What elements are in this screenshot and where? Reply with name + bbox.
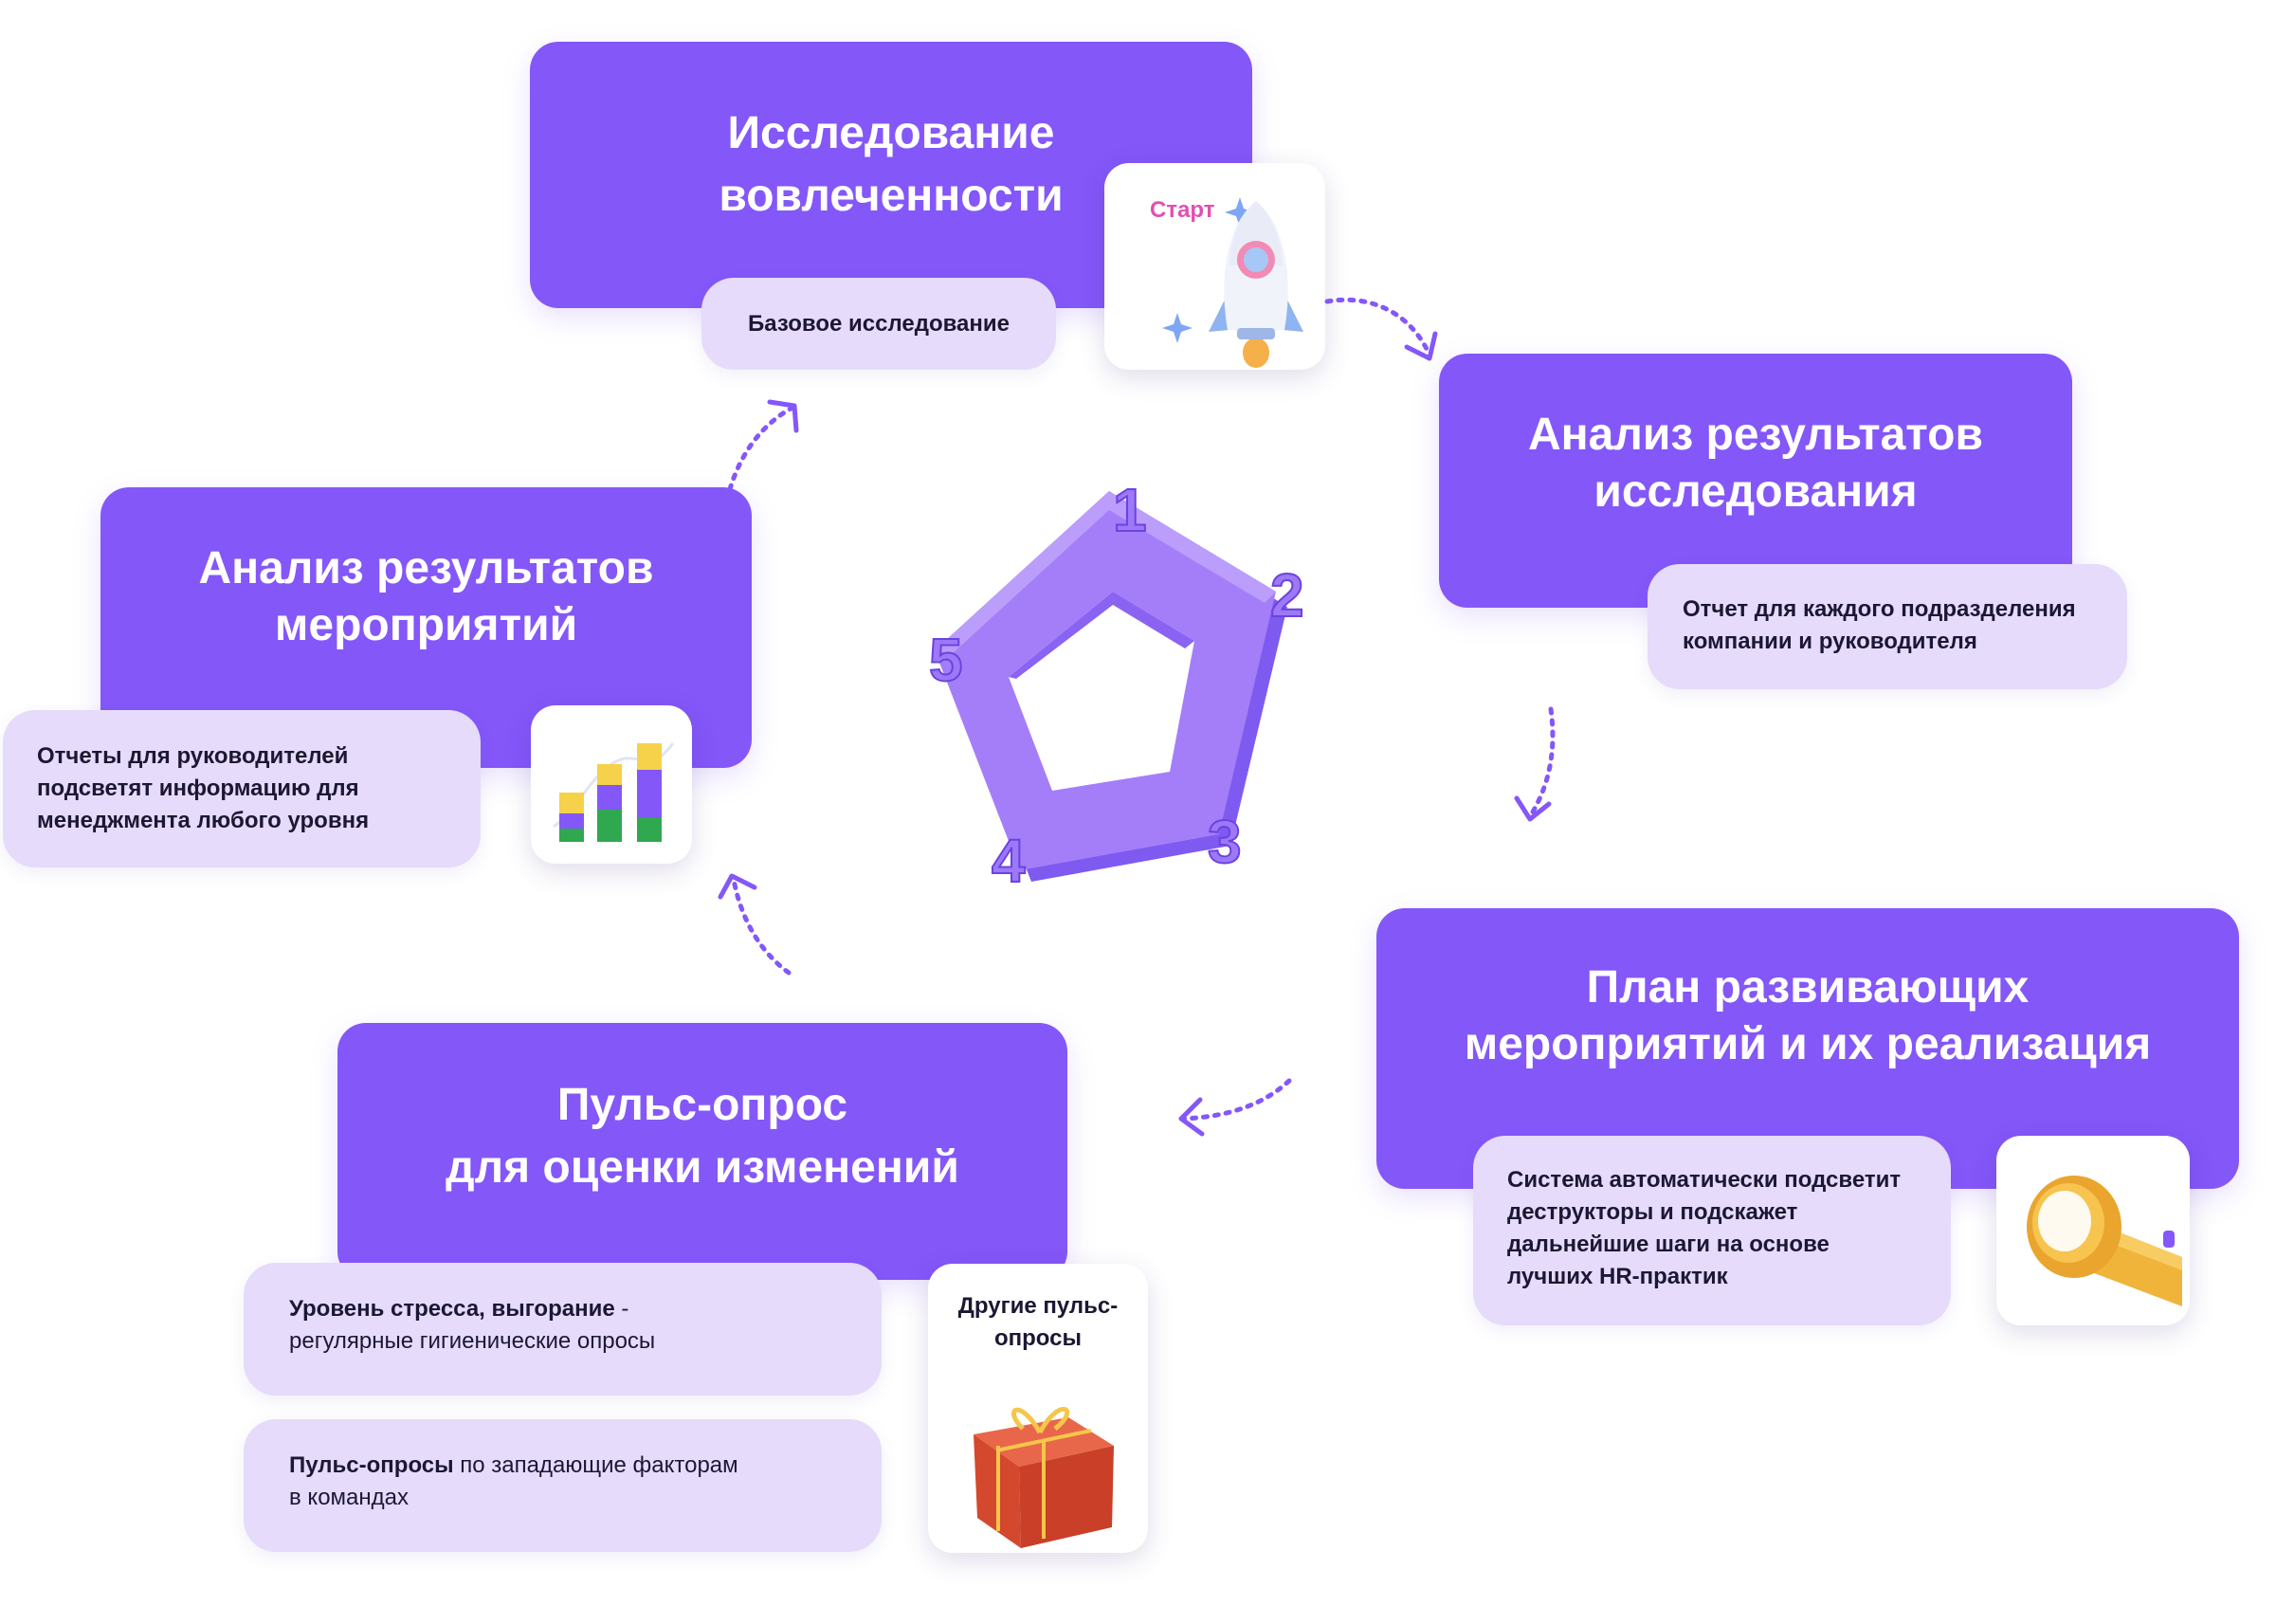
flashlight-icon xyxy=(2027,1176,2182,1306)
cycle-number-2: 2 xyxy=(1270,561,1304,630)
other-pulse-label: Другие пульс- опросы xyxy=(957,1293,1119,1351)
pulse-detail-stress: Уровень стресса, выгорание - регулярные … xyxy=(244,1263,882,1396)
arrow-engagement-to-results xyxy=(1324,297,1438,361)
arrow-results-to-plan xyxy=(1514,706,1556,822)
step-activities-analysis-detail: Отчеты для руководителей подсветят инфор… xyxy=(3,710,481,867)
step-engagement-title: Исследование вовлеченности xyxy=(719,108,1064,221)
step-action-plan-title: План развивающих мероприятий и их реализ… xyxy=(1464,962,2152,1069)
pentagon-cycle-icon: 1 2 3 4 5 xyxy=(928,475,1305,896)
bar-chart-icon xyxy=(553,742,675,842)
cycle-number-3: 3 xyxy=(1208,808,1242,876)
other-pulse-tile: Другие пульс- опросы xyxy=(928,1264,1148,1553)
step-results-analysis-detail: Отчет для каждого подразделения компании… xyxy=(1648,564,2127,689)
step-pulse-survey-title: Пульс-опрос для оценки изменений xyxy=(446,1080,959,1193)
step-action-plan-detail: Система автоматически подсветит деструкт… xyxy=(1473,1136,1951,1325)
cycle-number-5: 5 xyxy=(929,626,963,694)
bar-chart-tile xyxy=(531,705,692,864)
cycle-number-1: 1 xyxy=(1113,476,1147,544)
start-label: Старт xyxy=(1150,197,1215,223)
flashlight-tile xyxy=(1996,1136,2190,1325)
pulse-detail-factors: Пульс-опросы по западающие факторам в ко… xyxy=(244,1419,882,1552)
arrow-activities-to-engagement xyxy=(727,399,799,492)
gift-box-icon xyxy=(974,1406,1114,1548)
step-engagement-detail: Базовое исследование xyxy=(701,278,1056,370)
rocket-icon xyxy=(1162,197,1303,368)
arrow-plan-to-pulse xyxy=(1178,1078,1292,1137)
step-pulse-survey-card: Пульс-опрос для оценки изменений xyxy=(337,1023,1067,1280)
arrow-pulse-to-activities xyxy=(718,873,792,976)
step-activities-analysis-title: Анализ результатов мероприятий xyxy=(198,543,654,650)
step-results-analysis-title: Анализ результатов исследования xyxy=(1528,410,1983,517)
start-tile: Старт xyxy=(1104,163,1325,370)
cycle-number-4: 4 xyxy=(992,827,1026,895)
